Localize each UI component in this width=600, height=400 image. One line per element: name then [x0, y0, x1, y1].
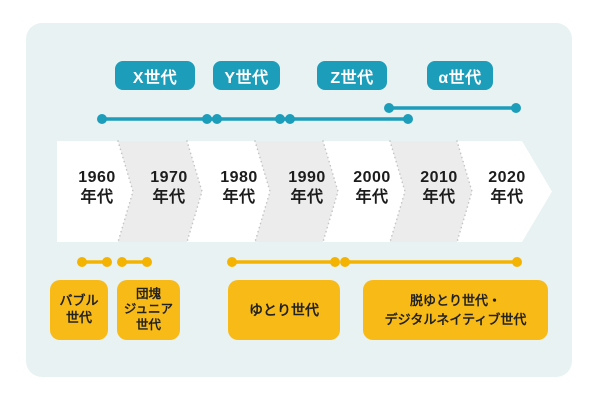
- decade-label-2010: 2010 年代: [420, 169, 458, 207]
- chevron-2020-arrow: [457, 141, 552, 242]
- chevron-1990: [255, 141, 338, 242]
- box-dankai-junior-generation: 団塊 ジュニア 世代: [117, 280, 180, 340]
- box-bubble-generation: バブル 世代: [50, 280, 108, 340]
- decade-label-1990: 1990 年代: [288, 169, 326, 207]
- chevron-1970: [118, 141, 202, 242]
- badge-x-generation: X世代: [115, 61, 195, 90]
- bottom-generation-range-lines: [77, 257, 522, 267]
- badge-alpha-generation: α世代: [427, 61, 493, 90]
- chevron-1960: [57, 141, 133, 242]
- chevron-1980: [187, 141, 270, 242]
- box-datsu-yutori-digital-native-generation: 脱ゆとり世代・ デジタルネイティブ世代: [363, 280, 548, 340]
- decade-label-2000: 2000 年代: [353, 169, 391, 207]
- badge-y-generation: Y世代: [213, 61, 280, 90]
- chevron-2000: [323, 141, 405, 242]
- badge-z-generation: Z世代: [317, 61, 387, 90]
- decade-label-1960: 1960 年代: [78, 169, 116, 207]
- chevron-2010: [390, 141, 472, 242]
- chevron-dotted-separators: [117, 140, 473, 243]
- top-generation-range-lines: [97, 103, 521, 124]
- box-yutori-generation: ゆとり世代: [228, 280, 340, 340]
- decade-label-1970: 1970 年代: [150, 169, 188, 207]
- decade-chevron-band: [57, 140, 552, 243]
- decade-label-2020: 2020 年代: [488, 169, 526, 207]
- decade-label-1980: 1980 年代: [220, 169, 258, 207]
